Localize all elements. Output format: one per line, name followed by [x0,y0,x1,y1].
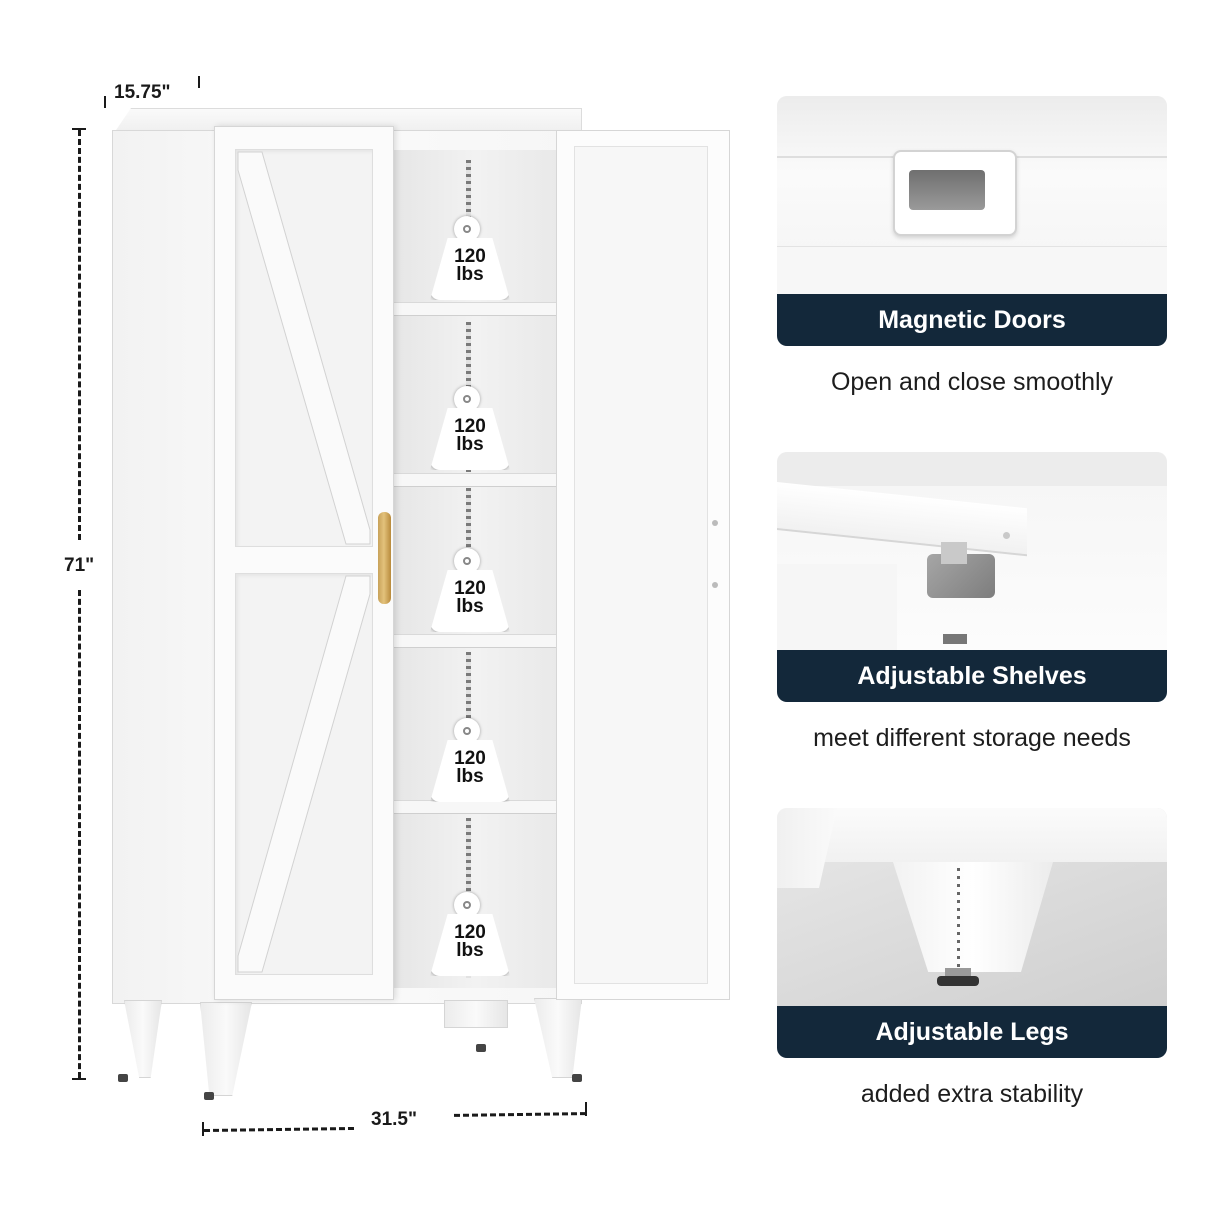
leg-photo [777,808,1167,1006]
feature-description: added extra stability [860,1080,1084,1108]
height-label: 71" [64,555,95,576]
weight-ring-icon [454,548,480,574]
depth-tick-right [198,76,200,88]
feature-description: meet different storage needs [813,724,1131,752]
barn-brace-icon [237,151,371,545]
left-door [214,126,394,1000]
height-tick-bottom [72,1078,86,1080]
feature-title: Adjustable Shelves [777,650,1167,702]
leg-center [444,1000,508,1028]
weight-ring-icon [454,216,480,242]
weight-ring-icon [454,718,480,744]
weight-unit: lbs [456,766,484,787]
depth-tick-left [104,96,106,108]
weight-unit: lbs [456,434,484,455]
height-tick-top [72,128,86,130]
door-panel-upper [235,149,373,547]
door-panel-lower [235,573,373,975]
weight-ring-icon [454,892,480,918]
shelf-bracket-photo [777,452,1167,650]
right-door-inner-panel [574,146,708,984]
barn-brace-icon [237,575,371,973]
width-tick-left [202,1122,204,1136]
weight-value: 120 [454,748,486,769]
magnetic-door-photo [777,96,1167,294]
weight-value: 120 [454,416,486,437]
weight-ring-icon [454,386,480,412]
cabinet-leg-icon [893,862,1053,972]
weight-unit: lbs [456,596,484,617]
width-tick-right [585,1102,587,1116]
weight-value: 120 [454,246,486,267]
feature-title: Magnetic Doors [777,294,1167,346]
leveling-foot-icon [937,976,979,986]
weight-value: 120 [454,922,486,943]
gold-door-handle [378,512,391,604]
leg-front-left [200,1002,252,1096]
feature-title: Adjustable Legs [777,1006,1167,1058]
leveling-foot [204,1092,214,1100]
shelf [394,302,556,316]
weight-unit: lbs [456,940,484,961]
shelf [394,473,556,487]
shelf [394,634,556,648]
width-line-right [453,1112,587,1117]
leveling-foot [118,1074,128,1082]
leg-front-right [534,998,582,1078]
height-line-upper [78,130,81,540]
leveling-foot [476,1044,486,1052]
door-hinge [712,582,718,588]
depth-label: 15.75" [114,82,171,103]
width-label: 31.5" [371,1109,417,1130]
door-hinge [712,520,718,526]
leg-back-left [124,1000,162,1078]
weight-unit: lbs [456,264,484,285]
height-line-lower [78,590,81,1078]
weight-value: 120 [454,578,486,599]
magnetic-latch-icon [893,150,1017,236]
feature-description: Open and close smoothly [830,368,1114,396]
leveling-foot [572,1074,582,1082]
width-line-left [203,1126,355,1133]
